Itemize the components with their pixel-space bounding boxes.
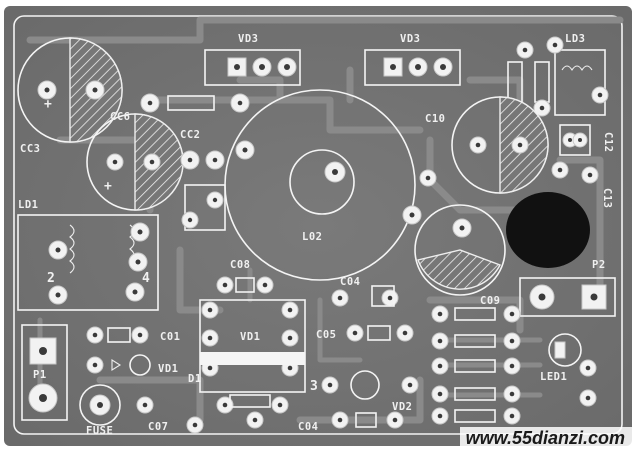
connector-p1 bbox=[21, 324, 68, 421]
label-vd3-left: VD3 bbox=[238, 33, 258, 45]
label-c09: C09 bbox=[480, 295, 500, 307]
ic-vo1 bbox=[199, 299, 306, 393]
label-vd3: VD3 bbox=[400, 33, 420, 45]
label-vd2: VD2 bbox=[392, 401, 412, 413]
resistor-bottom bbox=[229, 394, 289, 429]
header-left bbox=[204, 49, 301, 86]
label-ld1: LD1 bbox=[18, 199, 38, 211]
capacitor-c10 bbox=[451, 96, 549, 194]
capacitor-c07 bbox=[186, 396, 234, 434]
label-cc3: CC3 bbox=[20, 143, 40, 155]
label-vd1: VD1 bbox=[158, 363, 178, 375]
capacitor-c08 bbox=[216, 276, 274, 294]
label-c04-bottom: C04 bbox=[298, 421, 318, 433]
label-c12: C12 bbox=[602, 132, 614, 152]
label-c04: C04 bbox=[340, 276, 360, 288]
label-led1: LED1 bbox=[540, 371, 567, 383]
fuse bbox=[79, 384, 154, 426]
label-cc2: CC2 bbox=[180, 129, 200, 141]
pin-3-label: 3 bbox=[310, 379, 318, 394]
inductor-ld3 bbox=[516, 36, 609, 116]
label-p1: P1 bbox=[33, 369, 47, 381]
capacitor-c04 bbox=[331, 285, 399, 307]
capacitor-c01 bbox=[86, 326, 149, 344]
label-p2: P2 bbox=[592, 259, 606, 271]
capacitor-cc6: + bbox=[86, 113, 184, 211]
label-fuse: FUSE bbox=[86, 425, 113, 437]
capacitor-c09 bbox=[414, 204, 506, 296]
header-vd3 bbox=[364, 49, 461, 86]
capacitor-c04-bottom bbox=[331, 411, 404, 429]
board-outline bbox=[13, 15, 623, 435]
pin-2-label: 2 bbox=[47, 271, 55, 286]
board-area bbox=[4, 6, 632, 446]
label-d1: D1 bbox=[188, 373, 202, 385]
diode-vd1 bbox=[86, 354, 151, 376]
label-c07: C07 bbox=[148, 421, 168, 433]
led1 bbox=[548, 333, 597, 407]
label-c05: C05 bbox=[316, 329, 336, 341]
capacitor-c12 bbox=[559, 124, 591, 156]
pin-4-label: 4 bbox=[142, 271, 150, 286]
label-vd1-ic: VD1 bbox=[240, 331, 260, 343]
plus-mark: + bbox=[44, 97, 52, 112]
diode-vd2 bbox=[321, 370, 419, 400]
label-c01: C01 bbox=[160, 331, 180, 343]
capacitor-c05 bbox=[346, 324, 414, 342]
capacitor-cc2 bbox=[180, 150, 226, 231]
buzzer-body bbox=[506, 192, 590, 268]
label-l02: L02 bbox=[302, 231, 322, 243]
resistor-r-top bbox=[140, 93, 250, 113]
label-c10: C10 bbox=[425, 113, 445, 125]
capacitor-cc3: + bbox=[17, 37, 123, 143]
label-c08: C08 bbox=[230, 259, 250, 271]
inductor-l02 bbox=[224, 89, 437, 281]
plus-mark: + bbox=[104, 179, 112, 194]
label-ld3: LD3 bbox=[565, 33, 585, 45]
label-cc6: CC6 bbox=[110, 111, 130, 123]
inductor-ld1 bbox=[17, 214, 159, 311]
resistor-bank bbox=[431, 305, 521, 425]
connector-p2 bbox=[519, 277, 616, 317]
capacitor-c13 bbox=[551, 161, 599, 184]
label-c13: C13 bbox=[601, 188, 613, 208]
watermark: www.55dianzi.com bbox=[459, 427, 633, 450]
